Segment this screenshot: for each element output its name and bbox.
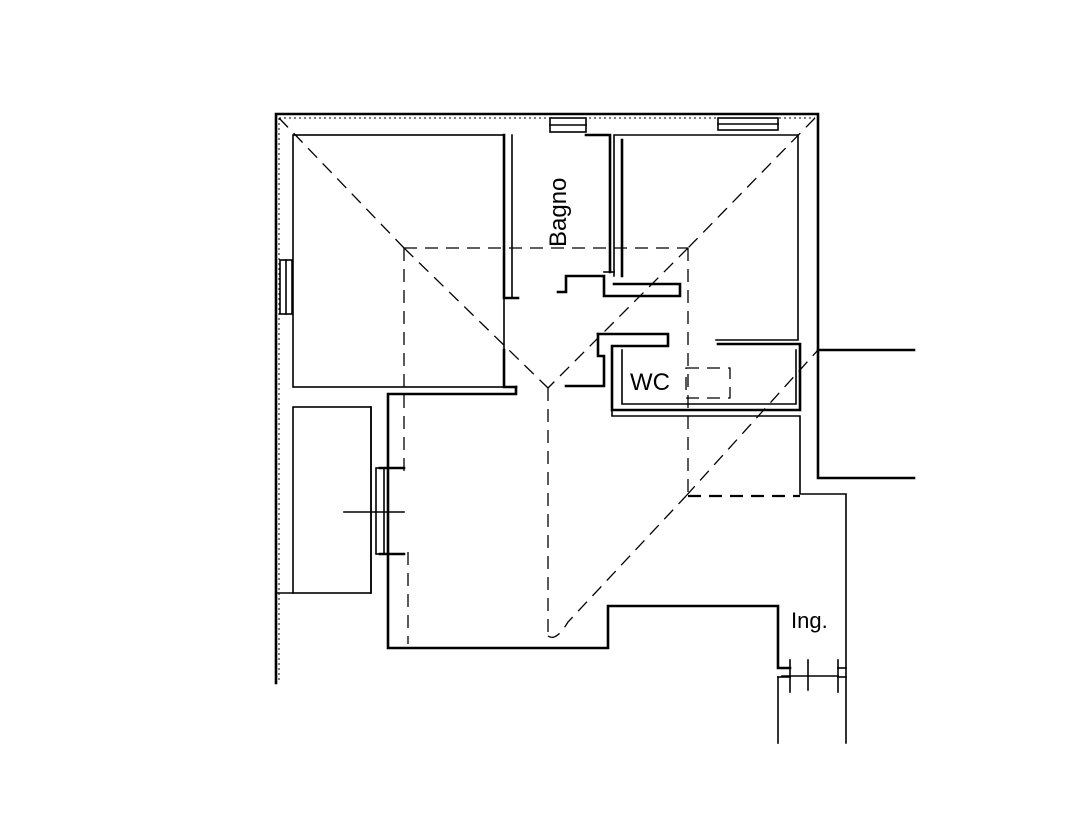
- door-openings: [343, 466, 839, 693]
- bathroom-label: Bagno: [545, 178, 572, 247]
- bedroom-upper-right: [613, 134, 799, 341]
- bathroom-walls: [511, 133, 682, 299]
- wc-walls: [564, 332, 802, 412]
- wc-label: WC: [630, 369, 670, 396]
- living-area-walls: [275, 385, 847, 744]
- outer-walls: [274, 112, 916, 685]
- bedroom-upper-left: [292, 133, 520, 389]
- entrance-walls: [777, 676, 847, 744]
- windows: [279, 117, 779, 315]
- entrance-label: Ing.: [791, 608, 828, 633]
- roof-lines: [278, 117, 819, 644]
